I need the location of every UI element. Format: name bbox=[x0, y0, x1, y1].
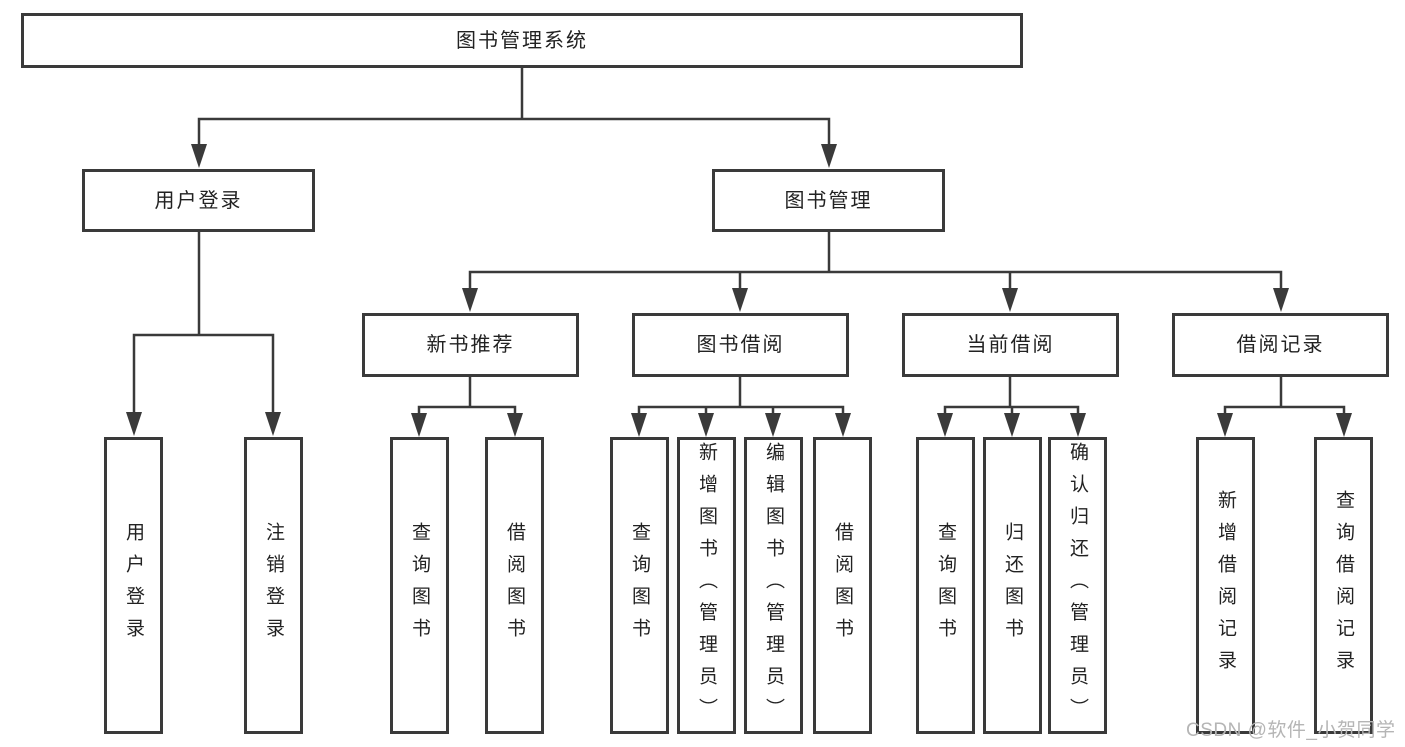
node-label: 新增图书（管理员） bbox=[696, 441, 717, 730]
watermark: CSDN @软件_小贺同学 bbox=[1186, 720, 1396, 741]
node-label: 当前借阅 bbox=[966, 334, 1055, 356]
node-library-management-system: 图书管理系统 bbox=[21, 13, 1023, 68]
node-label: 确认归还（管理员） bbox=[1067, 441, 1088, 730]
node-label: 图书借阅 bbox=[696, 334, 785, 356]
node-label: 查询图书 bbox=[935, 521, 956, 650]
node-label: 新增借阅记录 bbox=[1215, 489, 1236, 682]
node-book-management: 图书管理 bbox=[712, 169, 945, 232]
node-return-books-leaf: 归还图书 bbox=[983, 437, 1042, 734]
node-label: 新书推荐 bbox=[426, 334, 515, 356]
node-add-books-admin-leaf: 新增图书（管理员） bbox=[677, 437, 736, 734]
node-borrow-books-leaf-1: 借阅图书 bbox=[485, 437, 544, 734]
node-label: 查询图书 bbox=[629, 521, 650, 650]
node-label: 查询图书 bbox=[409, 521, 430, 650]
node-logout-leaf: 注销登录 bbox=[244, 437, 303, 734]
node-label: 借阅记录 bbox=[1236, 334, 1325, 356]
node-query-borrow-record-leaf: 查询借阅记录 bbox=[1314, 437, 1373, 734]
node-current-borrowing: 当前借阅 bbox=[902, 313, 1119, 377]
node-label: 用户登录 bbox=[123, 521, 144, 650]
node-label: 编辑图书（管理员） bbox=[763, 441, 784, 730]
node-label: 图书管理 bbox=[784, 189, 873, 212]
node-label: 借阅图书 bbox=[832, 521, 853, 650]
node-query-books-leaf-1: 查询图书 bbox=[390, 437, 449, 734]
node-borrowing-records: 借阅记录 bbox=[1172, 313, 1389, 377]
node-add-borrow-record-leaf: 新增借阅记录 bbox=[1196, 437, 1255, 734]
node-query-books-leaf-3: 查询图书 bbox=[916, 437, 975, 734]
node-label: 归还图书 bbox=[1002, 521, 1023, 650]
node-label: 注销登录 bbox=[263, 521, 284, 650]
node-new-book-recommendation: 新书推荐 bbox=[362, 313, 579, 377]
node-user-login-leaf: 用户登录 bbox=[104, 437, 163, 734]
node-borrow-books-leaf-2: 借阅图书 bbox=[813, 437, 872, 734]
node-label: 图书管理系统 bbox=[456, 29, 588, 52]
arrowheads bbox=[126, 144, 1352, 437]
node-book-borrowing: 图书借阅 bbox=[632, 313, 849, 377]
node-label: 借阅图书 bbox=[504, 521, 525, 650]
node-query-books-leaf-2: 查询图书 bbox=[610, 437, 669, 734]
node-user-login: 用户登录 bbox=[82, 169, 315, 232]
node-label: 用户登录 bbox=[154, 189, 243, 212]
node-confirm-return-admin-leaf: 确认归还（管理员） bbox=[1048, 437, 1107, 734]
node-edit-books-admin-leaf: 编辑图书（管理员） bbox=[744, 437, 803, 734]
node-label: 查询借阅记录 bbox=[1333, 489, 1354, 682]
